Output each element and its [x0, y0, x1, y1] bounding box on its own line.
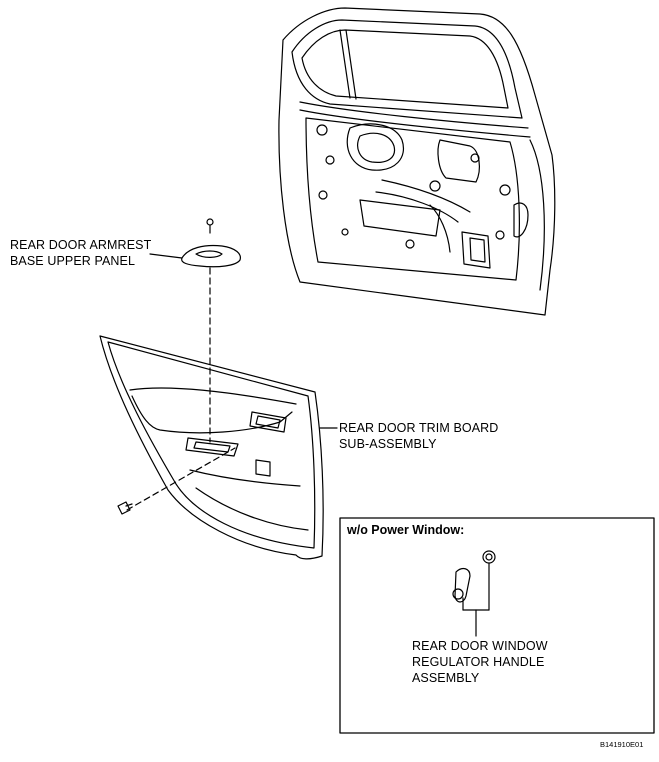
- door-frame-drawing: [278, 7, 556, 316]
- armrest-panel-label: REAR DOOR ARMREST BASE UPPER PANEL: [10, 237, 151, 269]
- screw-drawing: [117, 501, 133, 515]
- handle-label-line2: REGULATOR HANDLE: [412, 655, 545, 669]
- trim-label-line1: REAR DOOR TRIM BOARD: [339, 421, 499, 435]
- inset-box: [339, 517, 655, 734]
- armrest-leader-line: [149, 253, 183, 259]
- armrest-panel-drawing: [181, 218, 241, 268]
- armrest-label-line1: REAR DOOR ARMREST: [10, 238, 152, 252]
- handle-label-line3: ASSEMBLY: [412, 671, 480, 685]
- armrest-label-line2: BASE UPPER PANEL: [10, 254, 136, 268]
- trim-board-label: REAR DOOR TRIM BOARD SUB-ASSEMBLY: [339, 420, 498, 452]
- handle-leader-lines: [462, 562, 490, 637]
- trim-label-line2: SUB-ASSEMBLY: [339, 437, 437, 451]
- inset-title: w/o Power Window:: [347, 523, 465, 537]
- handle-label-line1: REAR DOOR WINDOW: [412, 639, 548, 653]
- trim-board-drawing: [99, 335, 324, 560]
- figure-id: B141910E01: [600, 740, 644, 749]
- regulator-handle-drawing: [452, 550, 496, 603]
- alignment-line-diagonal: [126, 447, 236, 511]
- regulator-handle-label: REAR DOOR WINDOW REGULATOR HANDLE ASSEMB…: [412, 638, 548, 686]
